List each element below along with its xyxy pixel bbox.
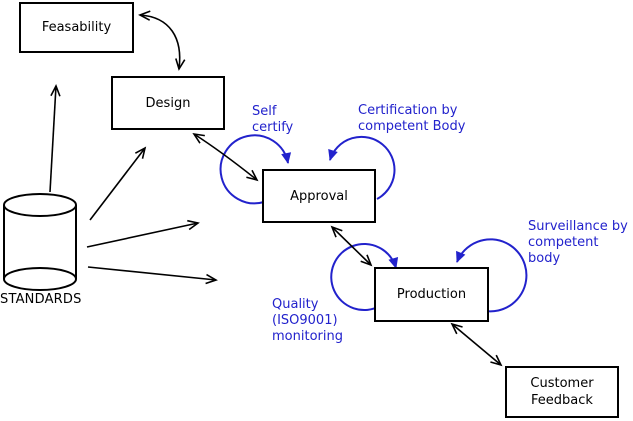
loop-surveillance xyxy=(456,238,528,313)
node-production: Production xyxy=(374,267,489,322)
arrow-design-approval xyxy=(192,132,259,182)
arrow-feasability-design xyxy=(138,10,186,71)
node-customer-feedback: Customer Feedback xyxy=(505,366,619,418)
annotation-self-certify: Self certify xyxy=(252,104,294,135)
loop-certification xyxy=(328,135,396,200)
annotation-certification: Certification by competent Body xyxy=(358,103,466,134)
node-feasability: Feasability xyxy=(19,2,134,53)
annotation-surveillance: Surveillance by competent body xyxy=(528,219,628,266)
arrow-standards-feasability xyxy=(49,84,61,193)
node-approval: Approval xyxy=(262,169,376,223)
arrow-standards-production xyxy=(87,266,218,285)
annotation-quality-monitoring: Quality (ISO9001) monitoring xyxy=(272,297,343,344)
standards-cylinder xyxy=(3,193,77,291)
arrow-standards-design xyxy=(89,146,147,221)
arrow-standards-approval xyxy=(86,219,200,248)
arrow-approval-production xyxy=(330,225,373,267)
node-standards-label: STANDARDS xyxy=(0,292,82,307)
arrow-production-customer-feedback xyxy=(450,322,503,367)
node-design: Design xyxy=(111,76,225,130)
